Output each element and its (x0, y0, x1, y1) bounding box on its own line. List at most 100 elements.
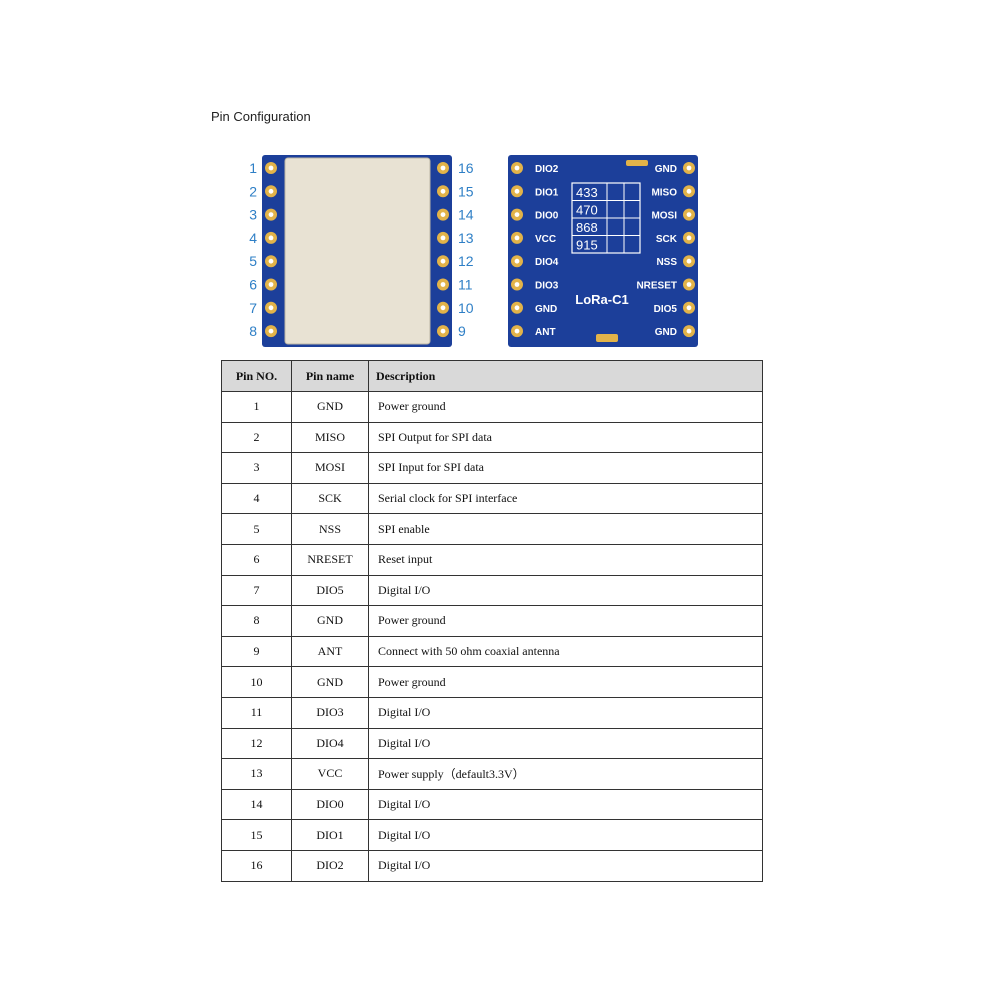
pad-hole (514, 235, 520, 241)
description-cell: Power ground (368, 391, 763, 423)
pad-hole (514, 305, 520, 311)
pin-number-cell: 5 (221, 513, 292, 545)
pad-hole (686, 258, 692, 264)
pad-hole (440, 188, 446, 194)
pad-hole (514, 188, 520, 194)
pin-number-cell: 1 (221, 391, 292, 423)
pin-number-cell: 6 (221, 543, 292, 576)
board-pin-label: GND (655, 164, 677, 175)
pin-name-cell: NSS (291, 513, 369, 545)
board-pin-label: SCK (656, 234, 678, 245)
description-cell: Digital I/O (368, 574, 763, 607)
pad-hole (268, 212, 274, 217)
description-cell: Digital I/O (368, 788, 763, 821)
board-pin-label: NSS (656, 257, 677, 268)
board-pin-label: DIO2 (535, 164, 559, 175)
board-pin-label: ANT (535, 327, 556, 338)
pad-hole (440, 235, 446, 241)
pad-hole (686, 188, 692, 194)
pin-number-label: 14 (458, 207, 474, 223)
pin-name-cell: DIO1 (291, 819, 369, 851)
header-pin-no: Pin NO. (221, 360, 292, 392)
pin-number-cell: 9 (221, 635, 292, 668)
pin-number-cell: 11 (221, 696, 292, 729)
board-pin-label: DIO0 (535, 211, 559, 222)
board-pin-label: MISO (651, 187, 677, 198)
shield-can (284, 157, 431, 345)
board-pin-label: VCC (535, 234, 556, 245)
header-description: Description (368, 360, 763, 392)
header-row: Pin NO. Pin name Description (221, 360, 763, 392)
pad-hole (686, 328, 692, 334)
frequency-label: 915 (576, 238, 598, 253)
description-cell: SPI Output for SPI data (368, 421, 763, 454)
board-pin-label: DIO1 (535, 187, 559, 198)
pin-table-head: Pin NO. Pin name Description (221, 360, 763, 392)
pad-hole (440, 258, 446, 264)
pin-name-cell: VCC (291, 758, 369, 790)
description-cell: Digital I/O (368, 696, 763, 729)
header-pin-name: Pin name (291, 360, 369, 392)
pin-number-label: 1 (249, 160, 257, 176)
pin-name-cell: DIO2 (291, 849, 369, 882)
pin-number-cell: 15 (221, 819, 292, 851)
description-cell: Connect with 50 ohm coaxial antenna (368, 635, 763, 668)
pin-name-cell: MOSI (291, 452, 369, 484)
pin-name-cell: MISO (291, 421, 369, 454)
pad-hole (440, 328, 446, 334)
pin-number-label: 2 (249, 183, 257, 199)
description-cell: Digital I/O (368, 819, 763, 851)
frequency-label: 433 (576, 185, 598, 200)
pin-number-cell: 3 (221, 452, 292, 484)
description-cell: Digital I/O (368, 727, 763, 760)
pin-name-cell: DIO5 (291, 574, 369, 607)
pin-name-cell: GND (291, 605, 369, 637)
board-pin-label: DIO5 (654, 304, 678, 315)
pin-number-label: 15 (458, 183, 474, 199)
pin-name-cell: DIO0 (291, 788, 369, 821)
pin-number-cell: 16 (221, 849, 292, 882)
pad-hole (440, 165, 446, 171)
board-pin-label: DIO3 (535, 281, 559, 292)
board-pin-label: GND (535, 304, 557, 315)
pin-number-cell: 2 (221, 421, 292, 454)
board-pin-label: DIO4 (535, 257, 559, 268)
pin-name-cell: GND (291, 666, 369, 698)
pin-name-cell: SCK (291, 482, 369, 515)
pin-name-cell: GND (291, 391, 369, 423)
pin-number-label: 5 (249, 253, 257, 269)
pin-number-label: 11 (458, 277, 473, 293)
bottom-view-pcb (508, 155, 698, 347)
pad-hole (686, 235, 692, 241)
description-cell: SPI Input for SPI data (368, 452, 763, 484)
pin-number-label: 10 (458, 300, 474, 316)
pad-hole (514, 328, 520, 334)
description-cell: Power supply（default3.3V） (368, 758, 763, 790)
board-pin-label: MOSI (651, 211, 677, 222)
pin-number-label: 3 (249, 207, 257, 223)
board-pin-label: GND (655, 327, 677, 338)
pin-number-label: 8 (249, 323, 257, 339)
pin-number-cell: 8 (221, 605, 292, 637)
pad-hole (686, 165, 692, 171)
frequency-label: 868 (576, 220, 598, 235)
pin-number-cell: 10 (221, 666, 292, 698)
pin-number-cell: 4 (221, 482, 292, 515)
